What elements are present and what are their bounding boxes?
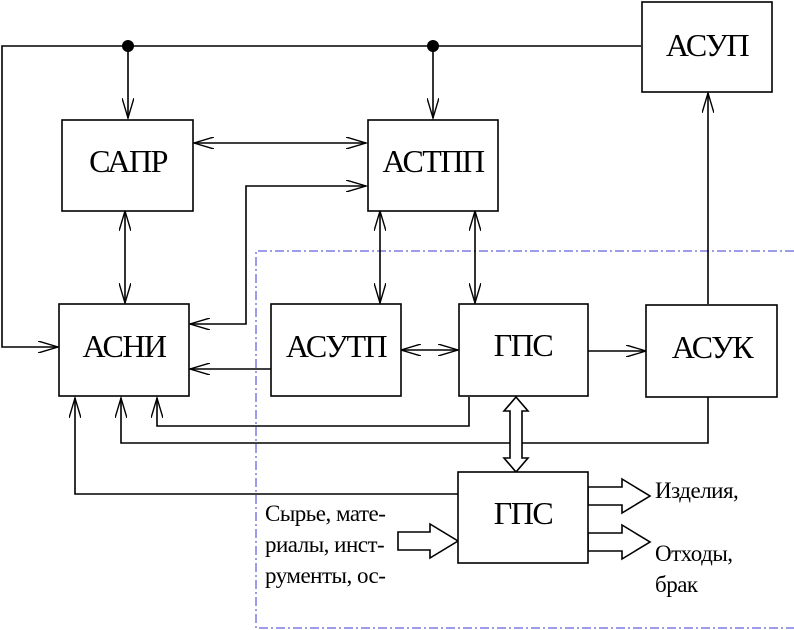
input-text-line-1: Сырье, мате-: [265, 501, 385, 526]
arrow-gps-asni: [157, 397, 470, 427]
arrow-asni-astpp: [190, 186, 366, 324]
block-asni: АСНИ: [58, 303, 190, 397]
output-arrow-waste: [587, 523, 652, 561]
output-arrow-products: [587, 477, 652, 515]
gps-boundary: [255, 250, 794, 629]
output-waste-line-1: Отходы,: [655, 541, 733, 566]
block-gps-top: ГПС: [458, 303, 589, 397]
input-text-line-3: рументы, ос-: [265, 563, 385, 588]
block-asutp-label: АСУТП: [286, 328, 388, 364]
block-astpp: АСТПП: [367, 119, 499, 212]
input-arrow: [397, 522, 460, 560]
input-text-line-2: риалы, инст-: [265, 532, 384, 557]
block-astpp-label: АСТПП: [382, 143, 485, 179]
block-asni-label: АСНИ: [82, 328, 166, 364]
block-gps-bottom-label: ГПС: [494, 495, 553, 531]
block-sapr: САПР: [61, 119, 194, 212]
arrow-asuk-asni: [121, 397, 709, 444]
block-asuk-label: АСУК: [672, 329, 755, 365]
block-asuk: АСУК: [645, 304, 778, 398]
output-waste-line-2: брак: [655, 572, 699, 597]
double-arrow-gps-gps: [502, 395, 530, 474]
top-bus-line: [1, 45, 641, 347]
block-asup: АСУП: [641, 1, 773, 93]
block-asutp: АСУТП: [270, 303, 402, 397]
block-gps-top-label: ГПС: [494, 327, 553, 363]
block-gps-bottom: ГПС: [457, 471, 589, 564]
output-products-label: Изделия,: [655, 478, 738, 503]
block-asup-label: АСУП: [666, 27, 750, 63]
block-sapr-label: САПР: [89, 143, 167, 179]
arrow-gps2-asni: [75, 398, 458, 495]
